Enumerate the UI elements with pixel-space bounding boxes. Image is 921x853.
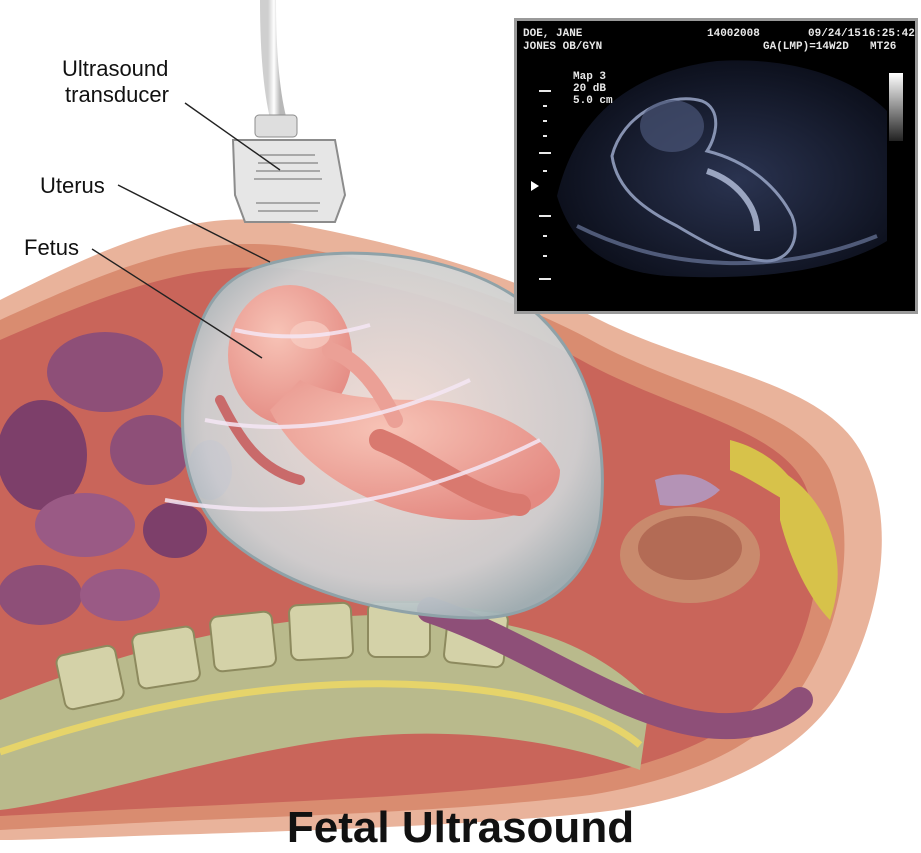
scan-patient-name: DOE, JANE bbox=[523, 28, 582, 41]
ultrasound-scan-panel: DOE, JANE JONES OB/GYN 14002008 09/24/15… bbox=[514, 18, 918, 314]
grayscale-bar bbox=[889, 73, 903, 141]
scan-depth: 5.0 cm bbox=[573, 95, 613, 108]
page-title: Fetal Ultrasound bbox=[0, 803, 921, 853]
transducer-probe bbox=[233, 115, 345, 222]
depth-scale bbox=[539, 91, 551, 279]
scan-clinic: JONES OB/GYN bbox=[523, 41, 602, 54]
scan-probe: MT26 bbox=[870, 41, 896, 54]
scan-date: 09/24/15 bbox=[808, 28, 861, 41]
label-uterus: Uterus bbox=[40, 173, 105, 199]
label-ultrasound-transducer-line2: transducer bbox=[65, 82, 169, 108]
transducer-cable bbox=[268, 0, 280, 125]
scan-sector bbox=[557, 60, 887, 277]
label-fetus: Fetus bbox=[24, 235, 79, 261]
focus-marker-icon bbox=[531, 181, 539, 191]
scan-time: 16:25:42 bbox=[862, 28, 915, 41]
scan-patient-id: 14002008 bbox=[707, 28, 760, 41]
scan-image bbox=[517, 21, 915, 311]
label-ultrasound-transducer-line1: Ultrasound bbox=[62, 56, 168, 82]
scan-gestational-age: GA(LMP)=14W2D bbox=[763, 41, 849, 54]
